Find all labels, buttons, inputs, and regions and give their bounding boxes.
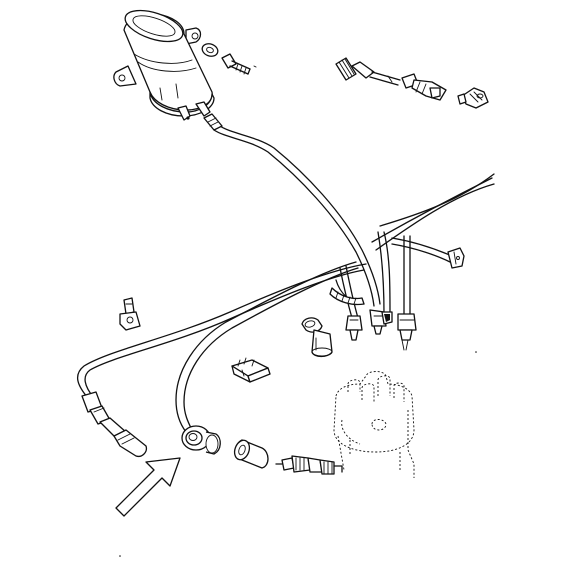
coil-bolt	[221, 53, 257, 75]
ignition-coil	[113, 9, 223, 131]
pointer-arrow-icon	[115, 457, 181, 517]
spark-plug-cap-angled	[301, 317, 333, 358]
harness-plug-caps	[345, 309, 417, 351]
grommet	[181, 425, 221, 455]
lead-retaining-clip	[329, 287, 365, 306]
ht-lead-harness	[77, 125, 495, 433]
lead-separator-comb	[231, 357, 271, 383]
suppressor-sleeve	[233, 439, 269, 469]
coil-washer	[201, 43, 219, 57]
spark-plug-boot	[81, 391, 148, 458]
spark-plug	[275, 455, 343, 475]
lead-clip-small	[447, 247, 465, 269]
ht-lead-connector-set	[335, 57, 489, 109]
lead-clip-left	[119, 297, 141, 331]
distributor-cap	[333, 371, 415, 478]
